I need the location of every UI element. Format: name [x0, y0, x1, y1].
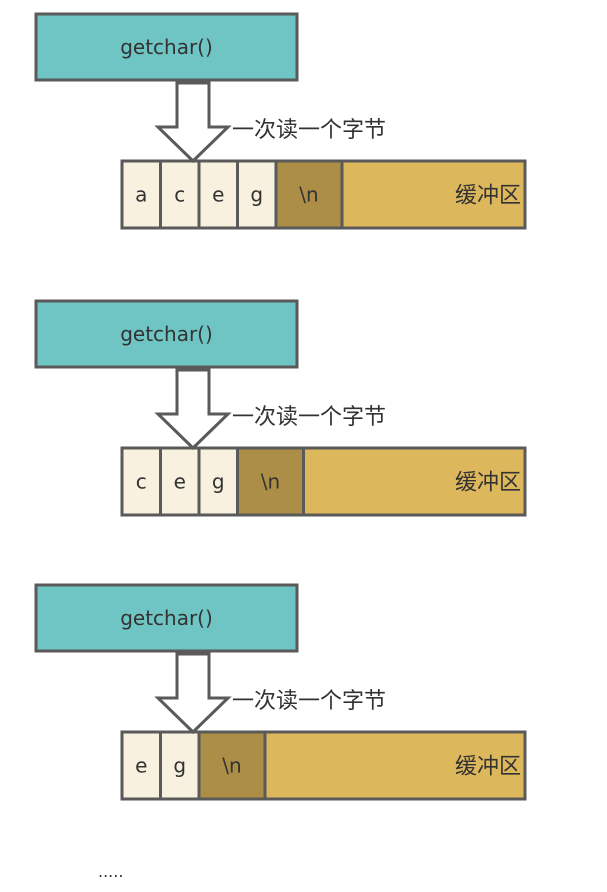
- read-step-2: getchar() c e g \n 缓冲区 一次读一个字节: [34, 299, 527, 517]
- buffer-cell-frame: [159, 730, 201, 801]
- read-arrow-icon: [154, 81, 232, 164]
- buffer-cell-char: c: [174, 183, 185, 207]
- getchar-box: getchar(): [34, 583, 299, 653]
- buffer-cell-newline: \n: [274, 159, 344, 230]
- getchar-label: getchar(): [120, 322, 213, 346]
- buffer-cell-g: g: [159, 730, 201, 801]
- buffer-cell-e: e: [197, 159, 239, 230]
- read-note: 一次读一个字节: [232, 689, 386, 714]
- read-arrow-icon: [154, 652, 232, 735]
- buffer-cell-frame: [120, 159, 162, 230]
- read-note: 一次读一个字节: [232, 405, 386, 430]
- getchar-box-frame: [34, 583, 299, 653]
- read-step-1: getchar() a c e g \n 缓冲区 一次读一个字节: [34, 12, 527, 230]
- buffer-cell-frame: [120, 446, 162, 517]
- getchar-box: getchar(): [34, 299, 299, 369]
- newline-cell-frame: [197, 730, 267, 801]
- read-arrow-icon: [154, 368, 232, 451]
- buffer-cell-g: g: [197, 446, 239, 517]
- newline-cell-frame: [274, 159, 344, 230]
- read-note: 一次读一个字节: [232, 118, 386, 143]
- input-buffer: a c e g \n 缓冲区: [120, 159, 527, 230]
- buffer-cell-frame: [197, 446, 239, 517]
- read-step-3: getchar() e g \n 缓冲区 一次读一个字节: [34, 583, 527, 801]
- buffer-cell-char: g: [173, 754, 186, 778]
- newline-char: \n: [261, 470, 280, 494]
- buffer-cell-char: a: [135, 183, 147, 207]
- buffer-label: 缓冲区: [455, 755, 521, 780]
- buffer-cell-e: e: [159, 446, 201, 517]
- buffer-cell-frame: [197, 159, 239, 230]
- input-buffer: e g \n 缓冲区: [120, 730, 527, 801]
- buffer-cell-char: g: [212, 470, 225, 494]
- buffer-label: 缓冲区: [455, 471, 521, 496]
- newline-char: \n: [222, 754, 241, 778]
- buffer-cell-frame: [120, 730, 162, 801]
- newline-char: \n: [299, 183, 318, 207]
- getchar-box-frame: [34, 12, 299, 82]
- buffer-cell-c: c: [159, 159, 201, 230]
- buffer-cell-char: g: [250, 183, 263, 207]
- getchar-label: getchar(): [120, 35, 213, 59]
- input-buffer: c e g \n 缓冲区: [120, 446, 527, 517]
- getchar-box-frame: [34, 299, 299, 369]
- buffer-cell-e: e: [120, 730, 162, 801]
- newline-cell-frame: [236, 446, 305, 517]
- buffer-cell-g: g: [236, 159, 278, 230]
- buffer-cell-char: e: [174, 470, 186, 494]
- buffer-cell-c: c: [120, 446, 162, 517]
- buffer-cell-char: c: [136, 470, 147, 494]
- buffer-cell-newline: \n: [197, 730, 267, 801]
- getchar-label: getchar(): [120, 606, 213, 630]
- buffer-cell-a: a: [120, 159, 162, 230]
- buffer-cell-char: e: [212, 183, 224, 207]
- getchar-box: getchar(): [34, 12, 299, 82]
- buffer-cell-char: e: [135, 754, 147, 778]
- continuation-ellipsis: .....: [98, 862, 123, 881]
- buffer-cell-newline: \n: [236, 446, 305, 517]
- buffer-label: 缓冲区: [455, 184, 521, 209]
